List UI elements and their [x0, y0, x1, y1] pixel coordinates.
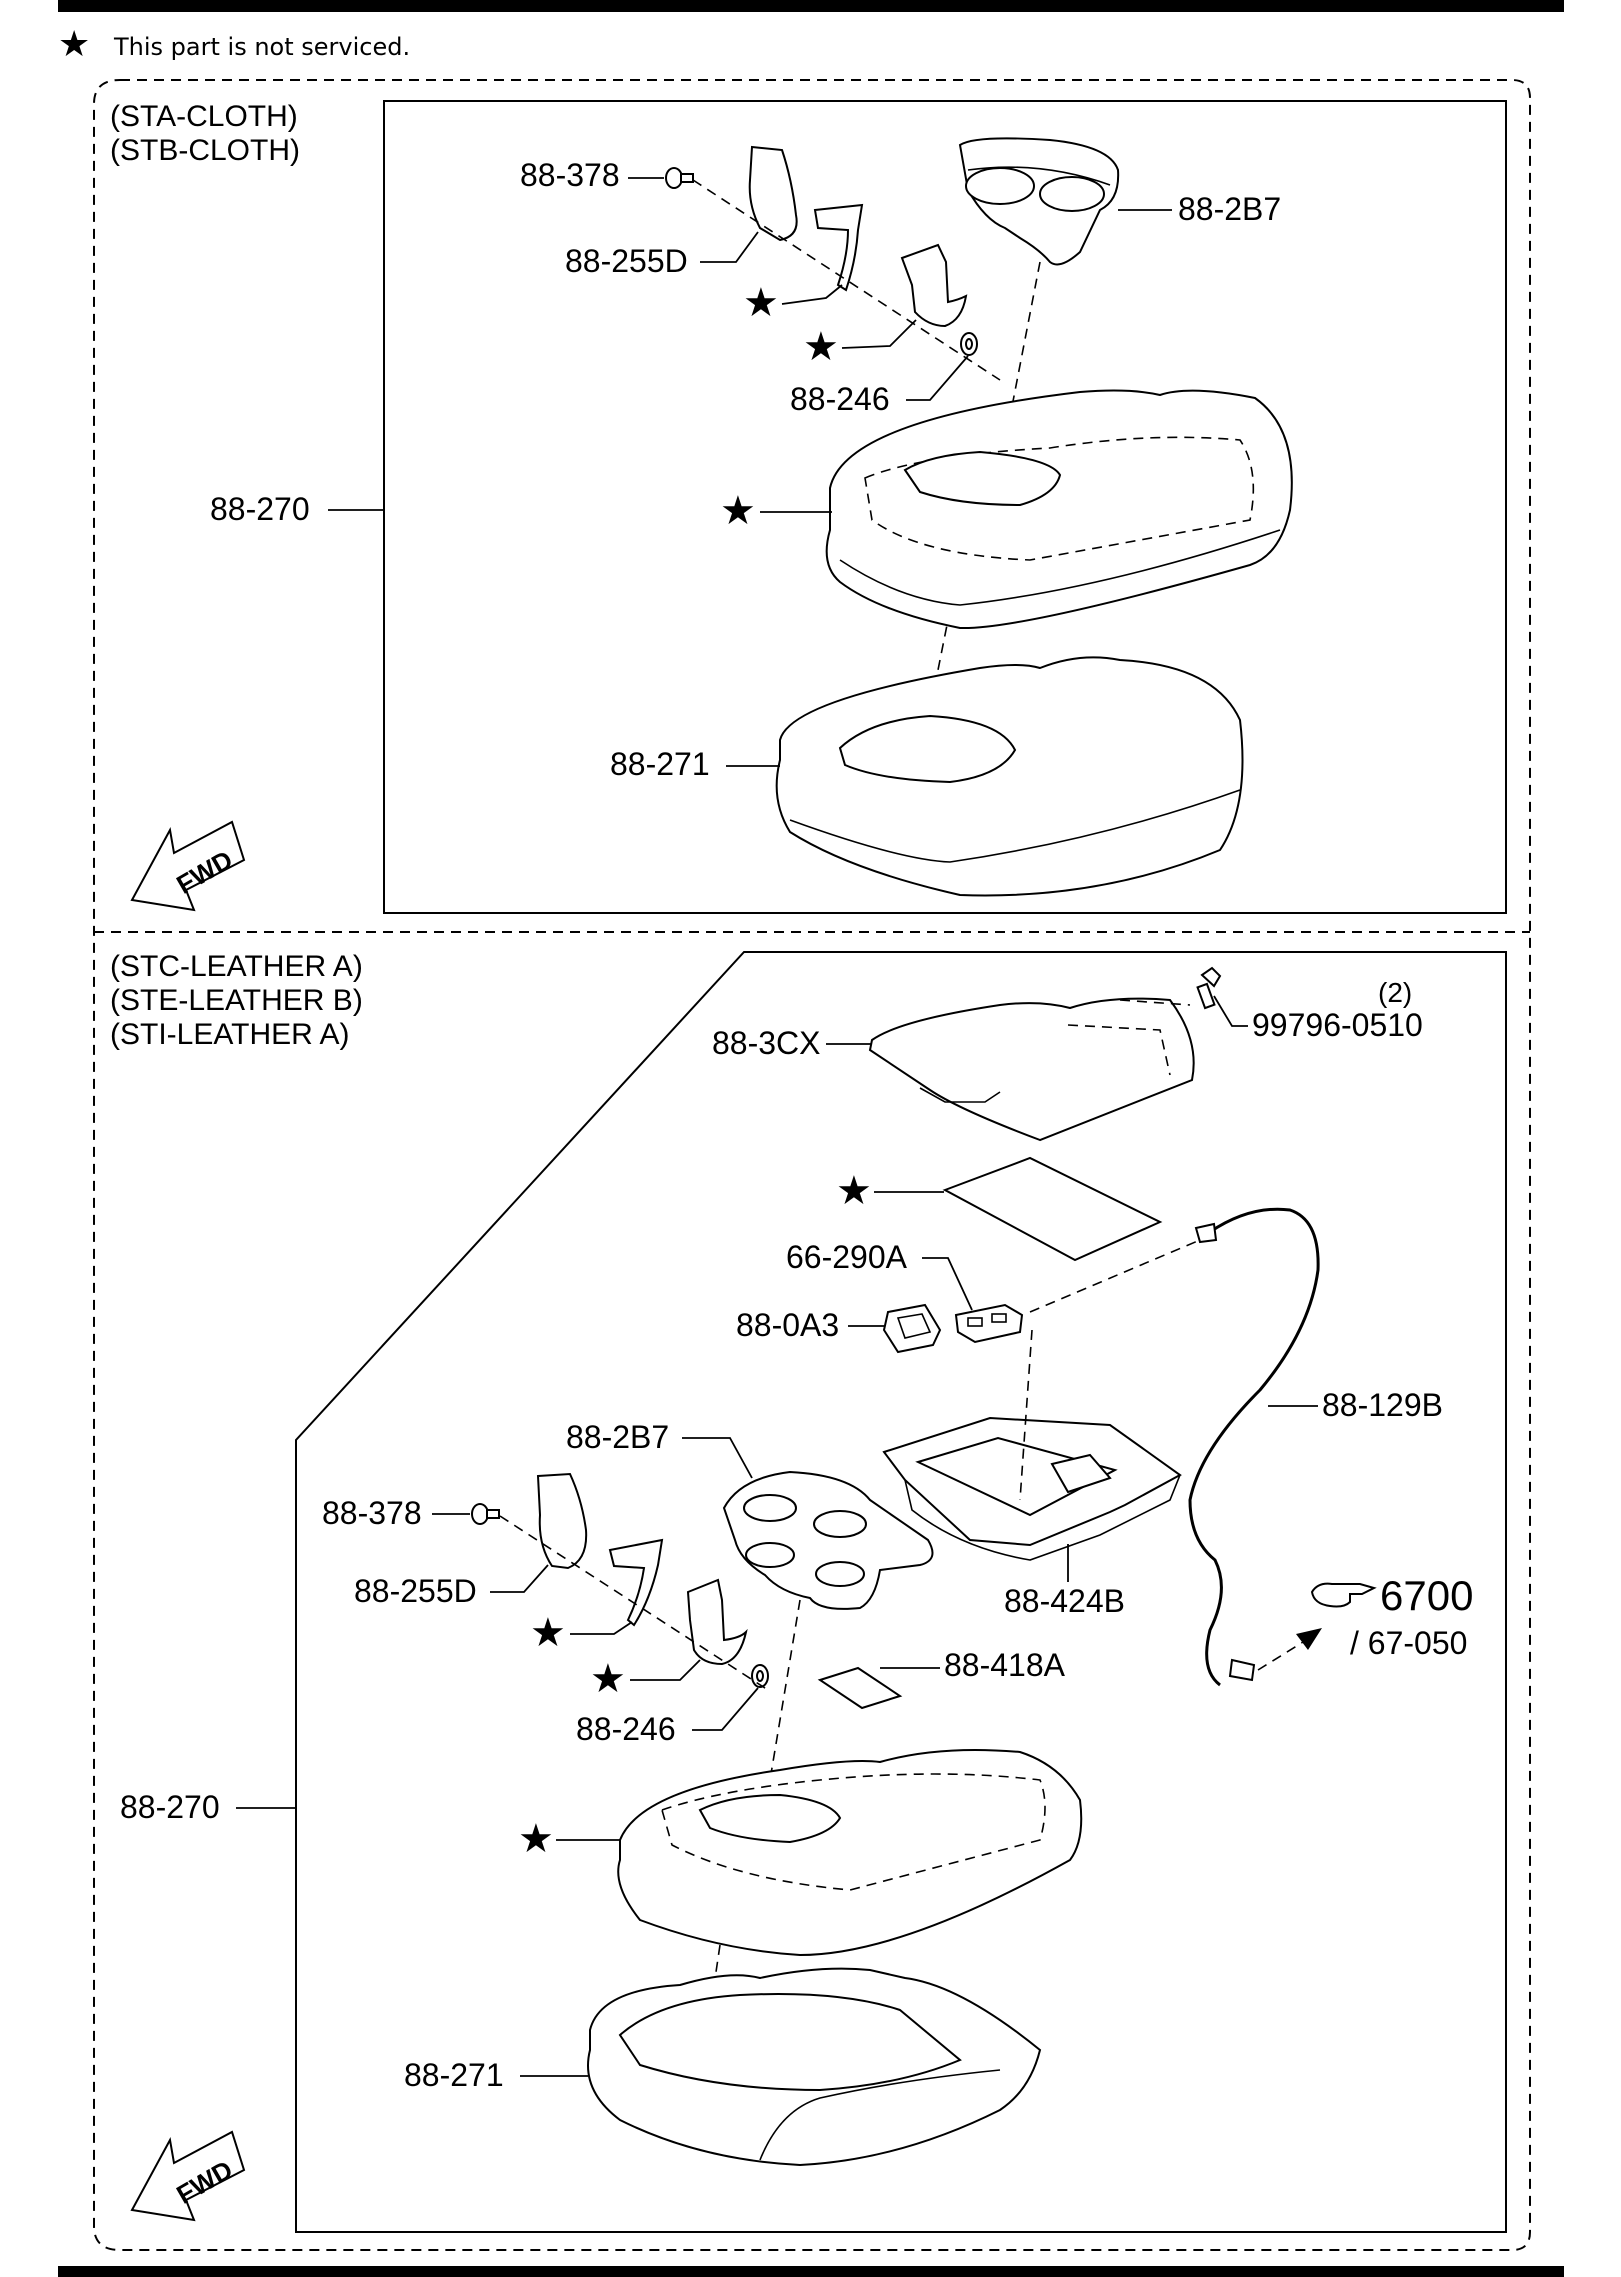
label-99796-0510: 99796-0510	[1252, 1007, 1423, 1043]
cable-129b	[1188, 1207, 1320, 1687]
label-88-378: 88-378	[520, 157, 620, 193]
ref-main: 6700	[1380, 1572, 1473, 1619]
screw-378	[665, 167, 694, 189]
base-cushion-271-bottom	[587, 1967, 1042, 2167]
bottom-rule	[58, 2266, 1564, 2277]
spring-part-bottom	[608, 1538, 664, 1627]
label-88-255d: 88-255D	[565, 243, 688, 279]
label-pad-418a	[817, 1666, 903, 1710]
label-88-270: 88-270	[210, 491, 310, 527]
variant-stb: (STB-CLOTH)	[110, 134, 300, 167]
label-88-2b7: 88-2B7	[566, 1419, 669, 1455]
ref-sub: / 67-050	[1350, 1625, 1467, 1661]
panel-bottom: (STC-LEATHER A) (STE-LEATHER B) (STI-LEA…	[110, 950, 1507, 2233]
usb-66-290a	[954, 1303, 1024, 1344]
label-88-378: 88-378	[322, 1495, 422, 1531]
spring-part	[813, 203, 864, 292]
screw-378-bottom	[471, 1503, 500, 1525]
label-88-418a: 88-418A	[944, 1647, 1066, 1683]
variant-sta: (STA-CLOTH)	[110, 100, 298, 133]
pad-part	[942, 1156, 1163, 1262]
label-88-129b: 88-129B	[1322, 1387, 1443, 1423]
label-66-290a: 66-290A	[786, 1239, 908, 1275]
fwd-arrow-bottom: FWD	[130, 2130, 246, 2222]
top-parts-frame	[383, 100, 1507, 914]
latch-part	[900, 243, 968, 328]
star-spring-bottom: ★	[530, 1611, 566, 1655]
pointing-hand-icon	[1310, 1582, 1377, 1608]
lid-3cx	[868, 997, 1195, 1142]
bezel-88-0a3	[882, 1303, 942, 1354]
note-star: ★	[58, 24, 90, 65]
label-88-246: 88-246	[790, 381, 890, 417]
label-88-270: 88-270	[120, 1789, 220, 1825]
variant-ste: (STE-LEATHER B)	[110, 984, 363, 1017]
armrest-lid-270	[825, 389, 1293, 630]
latch-part-bottom	[686, 1578, 748, 1666]
variant-stc: (STC-LEATHER A)	[110, 950, 363, 983]
variant-sti: (STI-LEATHER A)	[110, 1018, 349, 1051]
label-88-2b7: 88-2B7	[1178, 191, 1281, 227]
panel-top: (STA-CLOTH) (STB-CLOTH)	[110, 100, 1507, 914]
label-88-271: 88-271	[610, 746, 710, 782]
hinge-bracket-255d-bottom	[536, 1472, 588, 1570]
cup-holder-2b7	[958, 137, 1120, 266]
star-latch: ★	[803, 325, 839, 369]
star-spring: ★	[743, 281, 779, 325]
tray-424b	[882, 1416, 1182, 1561]
cup-holder-2b7-bottom	[722, 1470, 934, 1610]
star-latch-bottom: ★	[590, 1657, 626, 1701]
reference-6700: 6700 / 67-050	[1257, 1572, 1473, 1671]
armrest-lid-270-bottom	[617, 1749, 1083, 1957]
label-88-255d: 88-255D	[354, 1573, 477, 1609]
label-88-246: 88-246	[576, 1711, 676, 1747]
label-88-0a3: 88-0A3	[736, 1307, 839, 1343]
fwd-arrow-top: FWD	[130, 820, 246, 912]
label-qty: (2)	[1378, 977, 1412, 1008]
note-text: This part is not serviced.	[113, 33, 410, 61]
hinge-bracket-255d	[748, 145, 798, 242]
label-88-424b: 88-424B	[1004, 1583, 1125, 1619]
base-cushion-271	[775, 656, 1244, 897]
star-pad: ★	[836, 1169, 872, 1213]
star-lid-bottom: ★	[518, 1817, 554, 1861]
label-88-271: 88-271	[404, 2057, 504, 2093]
bolt-99796	[1196, 966, 1222, 1010]
bottom-parts-frame	[295, 951, 1507, 2233]
top-rule	[58, 0, 1564, 12]
outer-dashed-frame	[93, 79, 1531, 2251]
star-lid: ★	[720, 489, 756, 533]
label-88-3cx: 88-3CX	[712, 1025, 821, 1061]
